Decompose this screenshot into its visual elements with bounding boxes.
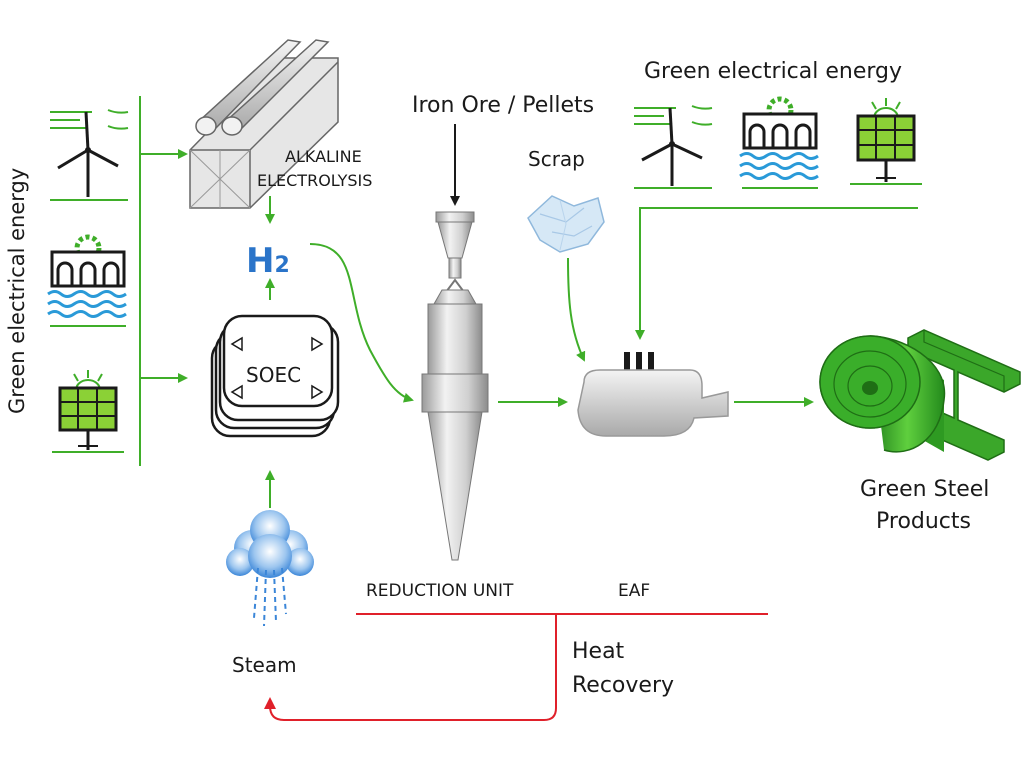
scrap-to-eaf-arrow <box>567 257 586 362</box>
heat-label: Heat <box>572 639 625 664</box>
hydro-dam-icon <box>47 234 127 327</box>
eaf-label: EAF <box>618 581 650 601</box>
shaft-furnace-icon <box>421 211 489 561</box>
h2-label: H2 <box>246 241 290 281</box>
electric-arc-furnace-icon <box>577 352 729 437</box>
scrap-metal-icon <box>527 195 605 253</box>
alkaline-label: ALKALINE <box>285 147 362 166</box>
solar-panel-icon <box>52 370 124 453</box>
wind-turbine-icon <box>50 109 129 201</box>
green-steel-label: Green Steel <box>860 477 989 502</box>
recovery-label: Recovery <box>572 673 674 698</box>
energy-to-eaf-arrow <box>635 207 918 340</box>
soec-stack-icon <box>210 314 340 438</box>
soec-label: SOEC <box>246 363 301 387</box>
wind-turbine-icon <box>634 105 713 189</box>
electrolysis-label: ELECTROLYSIS <box>257 171 372 190</box>
h2-to-reduction-arrow <box>309 243 414 403</box>
left-energy-label: Green electrical energy <box>5 168 29 414</box>
iron-ore-label: Iron Ore / Pellets <box>412 93 594 118</box>
solar-panel-icon <box>850 98 922 185</box>
products-label: Products <box>876 509 971 534</box>
scrap-label: Scrap <box>528 147 585 171</box>
top-energy-label: Green electrical energy <box>644 59 902 84</box>
steel-coil-icon <box>819 335 946 453</box>
steam-label: Steam <box>232 653 297 677</box>
heat-recovery-arrow <box>264 614 557 721</box>
hydro-dam-icon <box>739 96 819 189</box>
reduction-unit-label: REDUCTION UNIT <box>366 581 514 601</box>
steam-cloud-icon <box>226 510 314 627</box>
electrolyzer-icon <box>189 39 339 209</box>
